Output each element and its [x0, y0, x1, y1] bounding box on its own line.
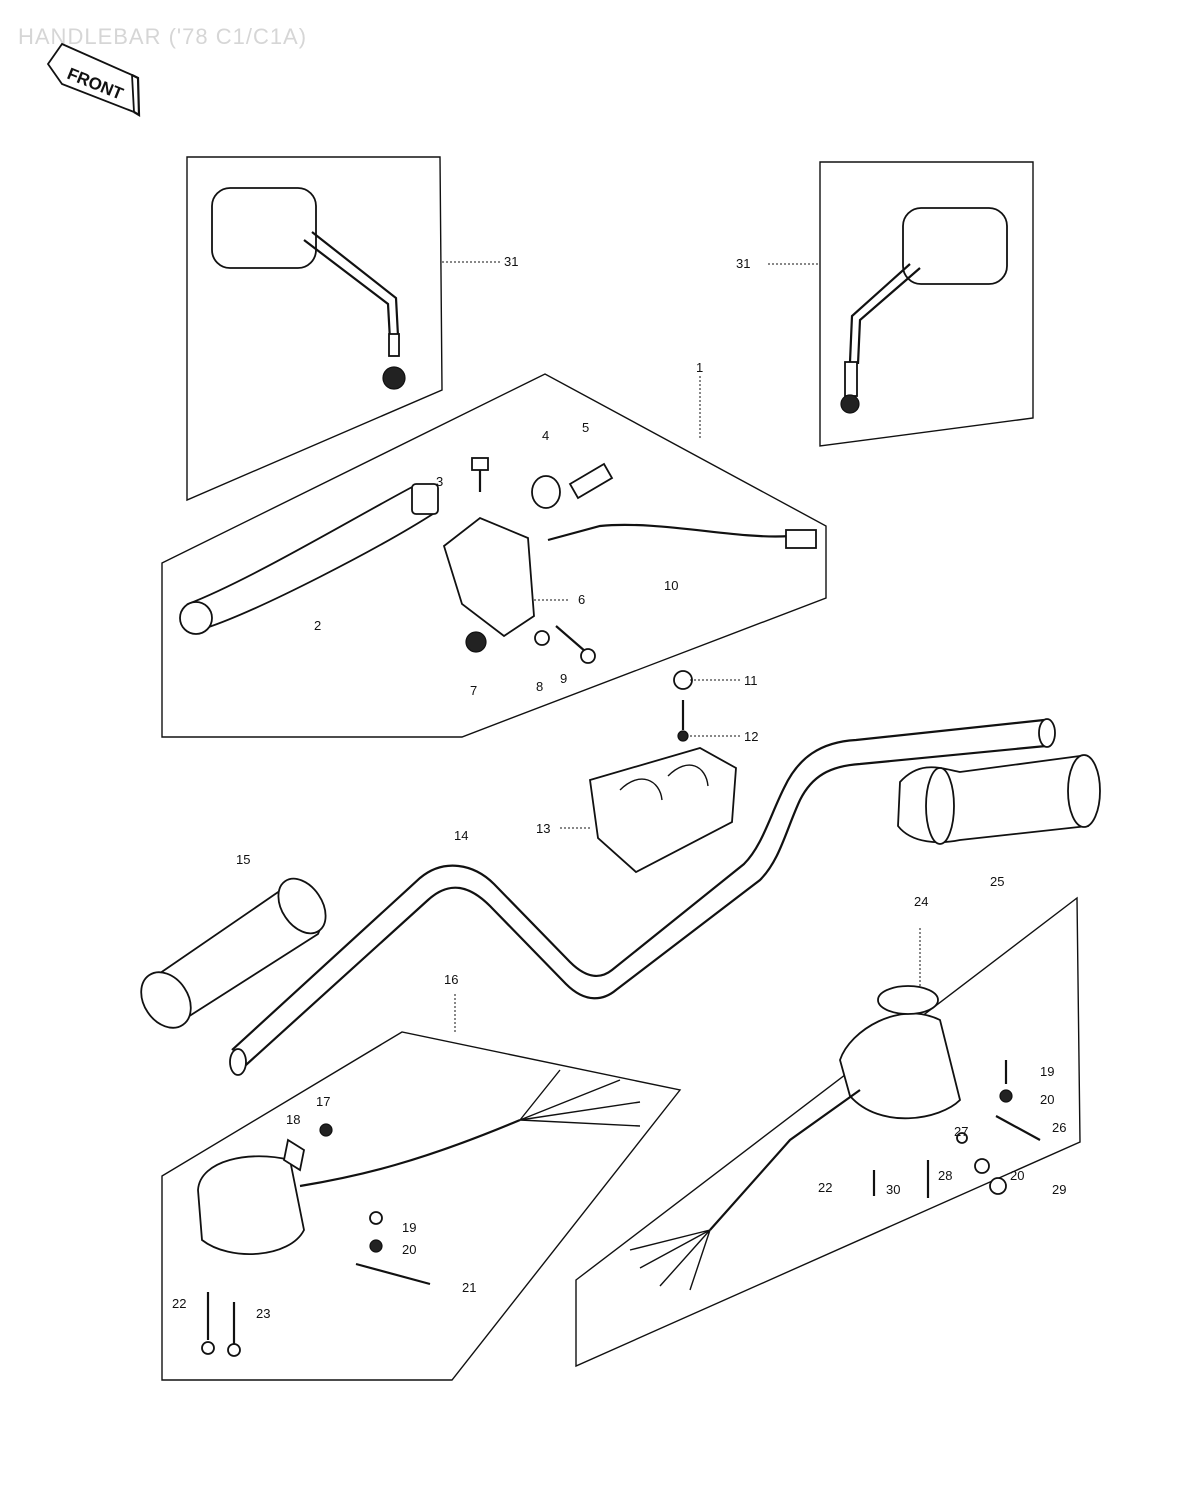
callout-31-left: 31	[504, 254, 518, 269]
lever-bracket	[442, 516, 535, 638]
callout-30: 30	[886, 1182, 900, 1197]
callout-24: 24	[914, 894, 928, 909]
callout-18: 18	[286, 1112, 300, 1127]
callout-10: 10	[664, 578, 678, 593]
callout-28: 28	[938, 1168, 952, 1183]
right-mirror-stem	[844, 361, 858, 397]
callout-12: 12	[744, 729, 758, 744]
callout-19-right: 19	[1040, 1064, 1054, 1079]
callout-1: 1	[696, 360, 703, 375]
callout-29: 29	[1052, 1182, 1066, 1197]
right-switch-housing	[839, 1012, 961, 1120]
callout-7: 7	[470, 683, 477, 698]
handlebar	[229, 718, 1056, 1076]
callout-3: 3	[436, 474, 443, 489]
callout-27: 27	[954, 1124, 968, 1139]
callout-5: 5	[582, 420, 589, 435]
callout-2: 2	[314, 618, 321, 633]
left-mirror-group	[186, 156, 500, 502]
left-switch-group	[161, 994, 682, 1381]
callout-20-left: 20	[402, 1242, 416, 1257]
callout-25: 25	[990, 874, 1004, 889]
right-mirror-nut	[840, 394, 860, 414]
clutch-lever-group	[161, 373, 827, 738]
left-mirror-stem	[388, 333, 400, 357]
right-mirror-head	[902, 207, 1008, 285]
callout-9: 9	[560, 671, 567, 686]
callout-19-left: 19	[402, 1220, 416, 1235]
callout-14: 14	[454, 828, 468, 843]
callout-8: 8	[536, 679, 543, 694]
callout-23: 23	[256, 1306, 270, 1321]
callout-4: 4	[542, 428, 549, 443]
handlebar-holder-group	[560, 670, 740, 874]
left-switch-housing	[197, 1155, 305, 1256]
right-mirror-group	[768, 161, 1034, 447]
callout-labels: 31 31 1 2 3 4 5 6 7 8 9 10 11 12 13 14 1…	[172, 254, 1066, 1321]
clutch-lever	[186, 484, 438, 630]
left-mirror-nut	[382, 366, 406, 390]
front-direction-tag: FRONT	[46, 42, 141, 117]
callout-31-right: 31	[736, 256, 750, 271]
left-grip	[140, 877, 327, 1029]
callout-22-left: 22	[172, 1296, 186, 1311]
callout-15: 15	[236, 852, 250, 867]
callout-16: 16	[444, 972, 458, 987]
left-mirror-head	[211, 187, 317, 269]
right-throttle-grip	[897, 754, 1101, 845]
callout-6: 6	[578, 592, 585, 607]
handlebar-holder	[589, 747, 737, 874]
callout-20-lower: 20	[1010, 1168, 1024, 1183]
callout-22-right: 22	[818, 1180, 832, 1195]
right-switch-group	[575, 896, 1081, 1368]
callout-11: 11	[744, 673, 758, 688]
callout-26: 26	[1052, 1120, 1066, 1135]
lever-nut	[465, 631, 487, 653]
callout-13: 13	[536, 821, 550, 836]
callout-17: 17	[316, 1094, 330, 1109]
callout-20-right: 20	[1040, 1092, 1054, 1107]
callout-21: 21	[462, 1280, 476, 1295]
